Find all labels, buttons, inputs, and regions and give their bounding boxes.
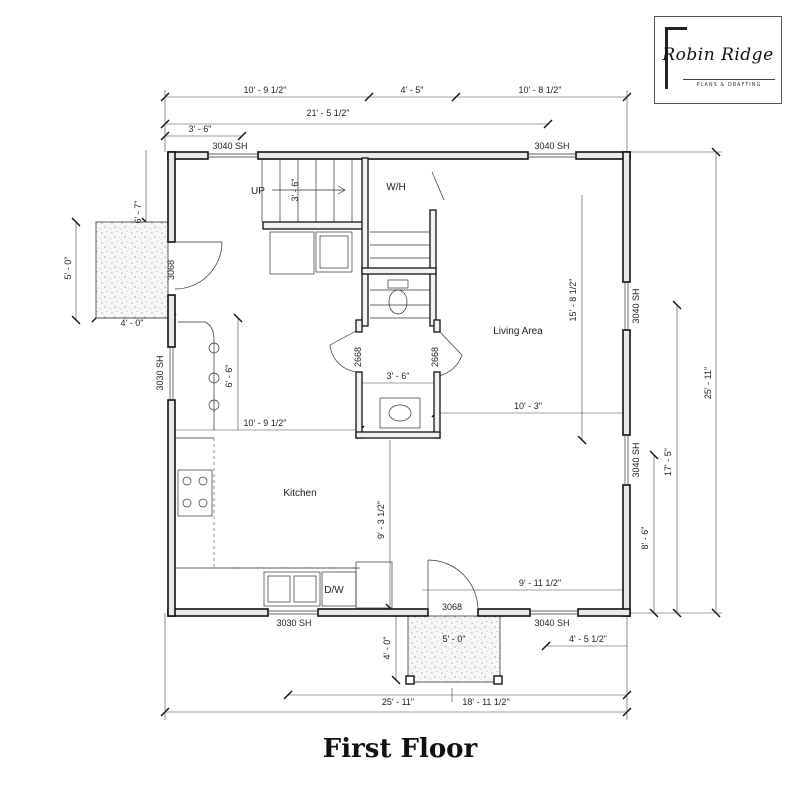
room-label-kitchen: Kitchen <box>283 488 316 499</box>
dim-right-upper: 17' - 5" <box>663 448 673 476</box>
dim-porch-left-w: 4' - 0" <box>121 318 144 328</box>
dim-porch-bottom-w: 5' - 0" <box>443 634 466 644</box>
dim-right-lower: 8' - 6" <box>640 527 650 550</box>
stair-up-label: UP <box>251 186 265 197</box>
dim-bottom-right-run: 9' - 11 1/2" <box>519 578 561 588</box>
window-label-top-left: 3040 SH <box>212 141 247 151</box>
dim-counter: 6' - 6" <box>224 365 234 388</box>
room-label-dw: D/W <box>324 585 344 596</box>
dim-porch-bottom-depth: 4' - 0" <box>382 637 392 660</box>
logo-frame-mark-top <box>665 27 687 30</box>
window-label-bottom-left: 3030 SH <box>276 618 311 628</box>
logo-brand-name: Robin Ridge <box>662 45 774 65</box>
door-label-left: 3068 <box>166 260 176 280</box>
fixtures <box>175 231 421 609</box>
dim-living-w: 10' - 3" <box>514 401 542 411</box>
dim-top-seg2: 4' - 5" <box>401 85 424 95</box>
dim-porch-bottom-offset: 4' - 5 1/2" <box>569 634 607 644</box>
door-label-bottom: 3068 <box>442 602 462 612</box>
window-label-top-right: 3040 SH <box>534 141 569 151</box>
dim-living-h: 15' - 8 1/2" <box>568 279 578 322</box>
dimension-lines <box>71 90 722 720</box>
dim-porch-left-h: 6' - 7" <box>133 201 143 224</box>
porch-left <box>95 221 169 319</box>
company-logo: Robin Ridge PLANS & DRAFTING <box>654 16 782 104</box>
dim-porch-left-depth: 5' - 0" <box>63 257 73 280</box>
window-glazing <box>169 153 629 615</box>
door-label-hall-left: 2668 <box>353 347 363 367</box>
dim-stair: 3' - 6" <box>290 179 300 202</box>
dim-bottom-right: 18' - 11 1/2" <box>462 697 509 707</box>
interior-walls <box>262 157 441 439</box>
dim-bottom-total: 25' - 11" <box>382 697 414 707</box>
dim-top-seg1: 10' - 9 1/2" <box>244 85 287 95</box>
window-label-right-upper: 3040 SH <box>631 288 641 323</box>
page-title: First Floor <box>322 734 478 764</box>
window-label-bottom-right: 3040 SH <box>534 618 569 628</box>
stairs <box>261 158 430 319</box>
exterior-walls <box>167 151 631 617</box>
dim-kitchen-h: 9' - 3 1/2" <box>376 501 386 539</box>
dim-kitchen-w: 10' - 9 1/2" <box>244 418 287 428</box>
room-label-wh: W/H <box>386 182 405 193</box>
logo-frame-mark <box>665 27 668 89</box>
dim-top-small: 3' - 6" <box>189 124 212 134</box>
window-label-left: 3030 SH <box>155 355 165 390</box>
dim-right-total: 25' - 11" <box>703 367 713 399</box>
porch-bottom <box>405 615 503 685</box>
window-label-right-lower: 3040 SH <box>631 442 641 477</box>
door-label-hall-right: 2668 <box>430 347 440 367</box>
room-label-living: Living Area <box>493 326 543 337</box>
dim-top-seg3: 10' - 8 1/2" <box>519 85 562 95</box>
dim-top-mid: 21' - 5 1/2" <box>307 108 350 118</box>
dim-hall-w: 3' - 6" <box>387 371 410 381</box>
logo-tagline: PLANS & DRAFTING <box>683 79 775 88</box>
door-swings <box>174 171 479 612</box>
